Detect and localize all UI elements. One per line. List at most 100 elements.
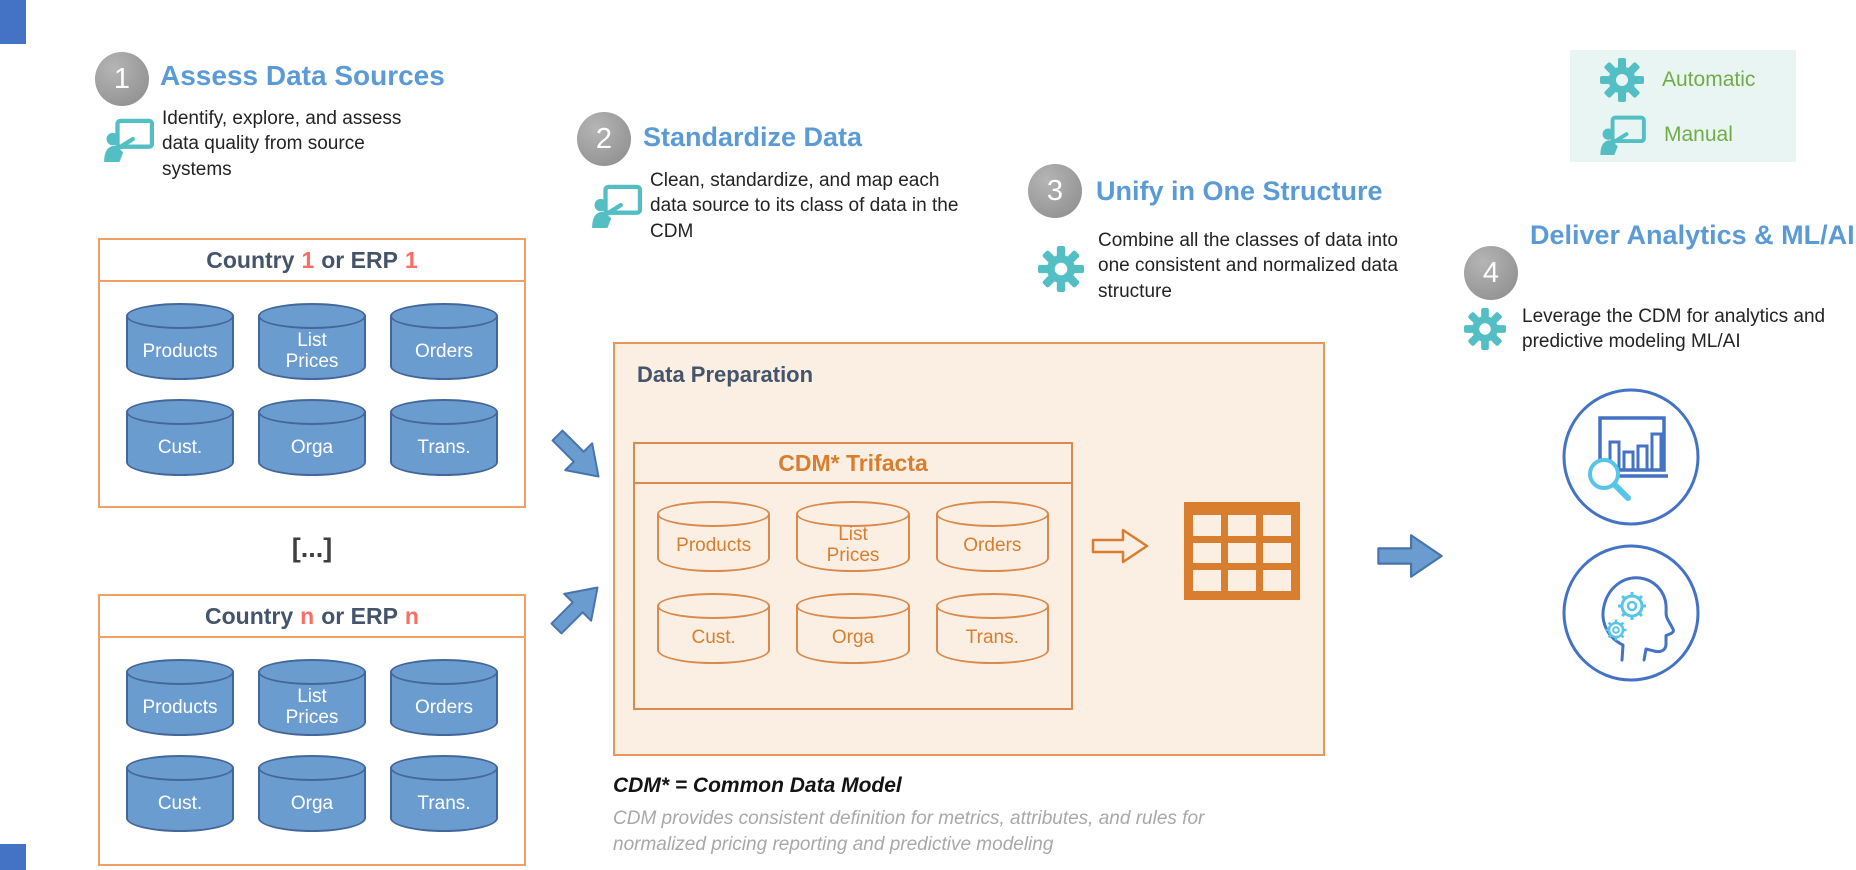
blue-arrow-icon <box>550 586 599 635</box>
step-2-number-badge: 2 <box>577 112 631 166</box>
cylinder-label: Orga <box>290 436 334 458</box>
legend-automatic-label: Automatic <box>1662 67 1756 91</box>
cylinder-orga: Orga <box>796 593 910 664</box>
legend-automatic-row: Automatic <box>1600 57 1796 102</box>
step-3-title: Unify in One Structure <box>1096 176 1383 206</box>
cylinder-label: Orders <box>963 534 1022 556</box>
cylinder-trans: Trans. <box>390 755 498 832</box>
table-cell <box>1193 515 1221 536</box>
cylinder-orga: Orga <box>258 399 366 476</box>
cylinder-label: Products <box>142 696 218 718</box>
cylinder-label: Products <box>142 340 218 362</box>
table-cell <box>1263 515 1291 536</box>
title-variable: 1 <box>301 246 315 273</box>
title-variable: n <box>404 602 419 629</box>
cylinder-label: List Prices <box>826 524 880 566</box>
cylinder-label: Trans. <box>417 792 471 814</box>
step-1-title: Assess Data Sources <box>160 60 445 91</box>
legend-manual-row: Manual <box>1600 115 1796 155</box>
table-cell <box>1193 570 1221 591</box>
step-2-title: Standardize Data <box>643 122 863 152</box>
presenter-at-board-icon <box>1600 115 1646 155</box>
table-cell <box>1228 570 1256 591</box>
cdm-note: CDM provides consistent definition for m… <box>613 808 1205 856</box>
title-variable: n <box>300 602 315 629</box>
cylinder-label: List Prices <box>285 330 339 372</box>
step-3-number-badge: 3 <box>1028 164 1082 218</box>
manual-icon <box>592 184 643 233</box>
cylinder-cust: Cust. <box>126 399 234 476</box>
legend-box: Automatic Manual <box>1570 50 1796 162</box>
cylinder-label: List Prices <box>285 686 339 728</box>
analytics-circle <box>1560 386 1702 533</box>
more-sources-ellipsis: [...] <box>291 533 333 563</box>
blue-arrow-icon <box>551 429 600 478</box>
gear-icon <box>1600 57 1644 102</box>
cylinder-label: Trans. <box>965 626 1019 648</box>
grid-table-icon <box>1184 502 1300 600</box>
title-variable: 1 <box>404 246 418 273</box>
step-number: 4 <box>1482 256 1500 289</box>
cylinder-orga: Orga <box>258 755 366 832</box>
cdm-trifacta-box: CDM* Trifacta Products List Prices Order… <box>633 442 1073 710</box>
cylinder-label: Orga <box>290 792 334 814</box>
gear-icon <box>1038 246 1084 292</box>
bar-chart-magnifier-icon <box>1562 388 1700 526</box>
orange-outline-arrow-icon <box>1091 528 1149 564</box>
cylinder-list-prices: List Prices <box>258 659 366 736</box>
country-1-title: Country 1 or ERP 1 <box>100 240 524 282</box>
cylinder-trans: Trans. <box>935 593 1050 664</box>
cylinder-orders: Orders <box>390 659 498 736</box>
country-n-box: Country n or ERP n Products List Prices … <box>98 594 526 866</box>
title-text: Country <box>205 602 294 629</box>
cdm-databases: Products List Prices Orders Cust. Orga T… <box>635 484 1071 684</box>
step-4-description: Leverage the CDM for analytics and predi… <box>1522 306 1826 353</box>
cylinder-label: Orders <box>414 696 474 718</box>
cylinder-products: Products <box>126 659 234 736</box>
cylinder-trans: Trans. <box>390 399 498 476</box>
slide-accent-bottom-left <box>0 844 26 870</box>
step-number: 3 <box>1046 174 1064 207</box>
flow-arrow-country1-to-prep <box>541 419 616 494</box>
step-4-title: Deliver Analytics & ML/AI <box>1530 220 1855 250</box>
cylinder-label: Products <box>676 534 752 556</box>
legend-manual-label: Manual <box>1664 122 1733 146</box>
gear-icon <box>1038 246 1084 297</box>
cylinder-cust: Cust. <box>657 593 771 664</box>
data-preparation-title: Data Preparation <box>637 362 814 387</box>
country-1-box: Country 1 or ERP 1 Products List Prices … <box>98 238 526 508</box>
blue-arrow-icon <box>1377 534 1443 578</box>
ml-ai-circle <box>1560 542 1702 689</box>
cylinder-cust: Cust. <box>126 755 234 832</box>
table-cell <box>1263 570 1291 591</box>
table-cell <box>1193 542 1221 564</box>
step-number: 2 <box>595 122 613 155</box>
cylinder-orders: Orders <box>390 303 498 380</box>
cylinder-label: Orga <box>831 626 875 648</box>
step-1-description: Identify, explore, and assess data quali… <box>162 108 402 180</box>
cylinder-orders: Orders <box>935 501 1050 572</box>
slide-accent-top-left <box>0 0 26 44</box>
cylinder-label: Cust. <box>157 792 203 814</box>
cdm-trifacta-title: CDM* Trifacta <box>635 444 1071 484</box>
flow-arrow-countryn-to-prep <box>540 571 615 646</box>
step-4-number-badge: 4 <box>1464 246 1518 300</box>
title-text: or ERP <box>321 246 398 273</box>
cylinder-products: Products <box>657 501 771 572</box>
step-3-description: Combine all the classes of data into one… <box>1098 230 1398 302</box>
presenter-at-board-icon <box>104 118 155 162</box>
cylinder-products: Products <box>126 303 234 380</box>
manual-icon <box>104 118 155 167</box>
cylinder-list-prices: List Prices <box>796 501 910 572</box>
table-cell <box>1228 542 1256 564</box>
cylinder-label: Trans. <box>417 436 471 458</box>
gear-icon <box>1464 308 1506 355</box>
table-cell <box>1263 542 1291 564</box>
cylinder-label: Cust. <box>691 626 736 648</box>
flow-arrow-prep-to-analytics <box>1376 532 1444 580</box>
step-2-description: Clean, standardize, and map each data so… <box>650 170 959 242</box>
step-number: 1 <box>113 62 131 95</box>
country-1-databases: Products List Prices Orders Cust. Orga T… <box>100 282 524 496</box>
flow-arrow-cdm-to-table <box>1090 524 1150 568</box>
